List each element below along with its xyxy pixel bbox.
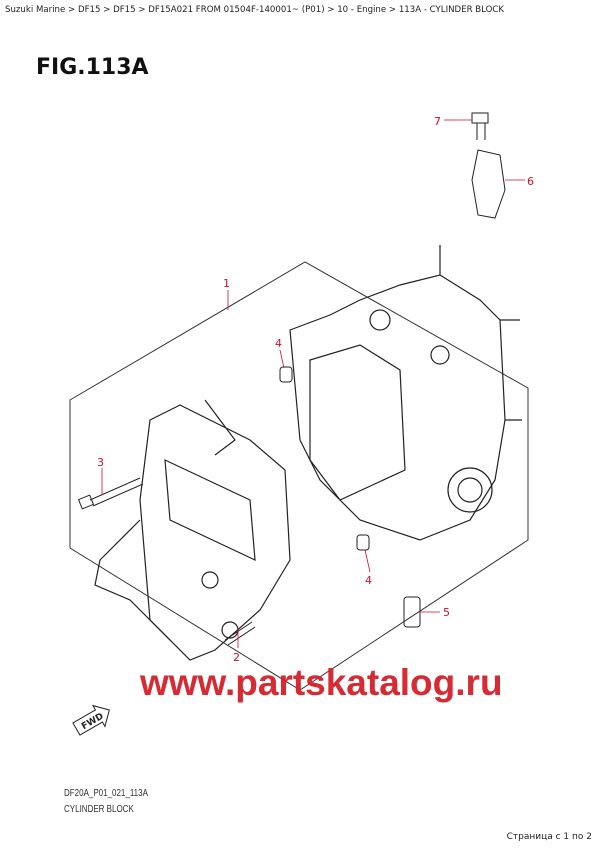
caption: CYLINDER BLOCK (64, 804, 134, 815)
bolt-7 (471, 112, 489, 140)
drawing-code: DF20A_P01_021_113A (64, 788, 148, 799)
callout-2: 2 (233, 651, 240, 664)
crankcase-part (289, 245, 522, 541)
pin-4b (356, 534, 370, 551)
pagination: Страница с 1 по 2 (506, 832, 592, 842)
plate-6 (471, 149, 506, 219)
callout-1: 1 (223, 277, 230, 290)
callout-5: 5 (443, 606, 450, 619)
breadcrumb: Suzuki Marine > DF15 > DF15 > DF15A021 F… (5, 5, 505, 15)
callout-6: 6 (527, 175, 534, 188)
callout-4b: 4 (365, 574, 372, 587)
assembly-frame (69, 261, 529, 691)
fwd-arrow-icon: FWD (72, 704, 110, 736)
cylinder-block-part (94, 399, 291, 661)
bolt-2 (224, 621, 256, 646)
callout-3: 3 (97, 456, 104, 469)
callout-7: 7 (434, 115, 441, 128)
callout-labels: 1 2 3 4 4 5 6 7 (97, 115, 534, 664)
watermark: www.partskatalog.ru (140, 662, 503, 703)
pin-4a (279, 366, 293, 383)
fitting-5 (403, 596, 421, 628)
callout-4a: 4 (275, 337, 282, 350)
figure-title: FIG.113A (36, 55, 149, 80)
bolt-3 (77, 477, 144, 510)
leader-lines (101, 119, 525, 648)
